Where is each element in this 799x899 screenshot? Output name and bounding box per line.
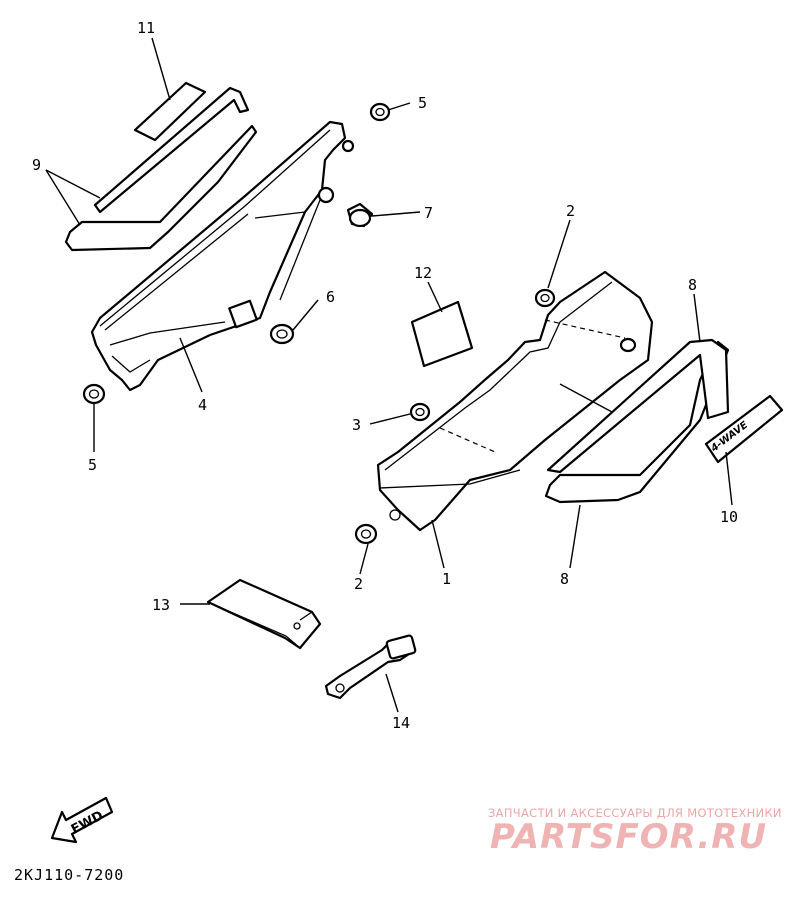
part-code: 2KJ110-7200 <box>14 866 124 884</box>
callout-7: 7 <box>424 204 433 222</box>
part-8-side-cover-stripe <box>544 338 730 504</box>
part-7-damper <box>346 202 374 228</box>
part-1-side-cover <box>376 270 654 532</box>
part-2-grommet-bottom <box>354 523 378 545</box>
callout-13: 13 <box>152 596 170 614</box>
callout-11: 11 <box>137 19 155 37</box>
watermark-tagline: ЗАПЧАСТИ И АКСЕССУАРЫ ДЛЯ МОТОТЕХНИКИ <box>488 806 782 820</box>
part-9-side-cover-stripe <box>64 86 258 252</box>
callout-8-top: 8 <box>688 276 697 294</box>
fwd-arrow-icon: FWD <box>50 796 114 844</box>
callout-8-bottom: 8 <box>560 570 569 588</box>
callout-3: 3 <box>352 416 361 434</box>
callout-1: 1 <box>442 570 451 588</box>
callout-6: 6 <box>326 288 335 306</box>
callout-10: 10 <box>720 508 738 526</box>
callout-14: 14 <box>392 714 410 732</box>
callout-5-bottom: 5 <box>88 456 97 474</box>
callout-4: 4 <box>198 396 207 414</box>
watermark: ЗАПЧАСТИ И АКСЕССУАРЫ ДЛЯ МОТОТЕХНИКИ PA… <box>488 806 782 857</box>
part-5-grommet-bottom <box>82 383 106 405</box>
leader-lines <box>45 37 733 713</box>
part-14-strap <box>324 634 417 700</box>
callout-9: 9 <box>32 156 41 174</box>
watermark-brand: PARTSFOR.RU <box>490 817 767 857</box>
part-2-grommet-top <box>534 288 556 308</box>
callout-numbers: 11 9 5 7 6 4 5 2 12 3 2 1 8 8 10 13 14 <box>32 19 738 732</box>
part-5-grommet-top <box>369 102 391 122</box>
callout-2-top: 2 <box>566 202 575 220</box>
part-12-label <box>410 300 474 368</box>
part-13-tray <box>206 578 322 650</box>
callout-5-top: 5 <box>418 94 427 112</box>
callout-2-bottom: 2 <box>354 575 363 593</box>
part-3-grommet <box>409 402 431 422</box>
part-4-cover-bracket <box>90 120 355 392</box>
part-6-damper <box>269 323 295 345</box>
callout-12: 12 <box>414 264 432 282</box>
